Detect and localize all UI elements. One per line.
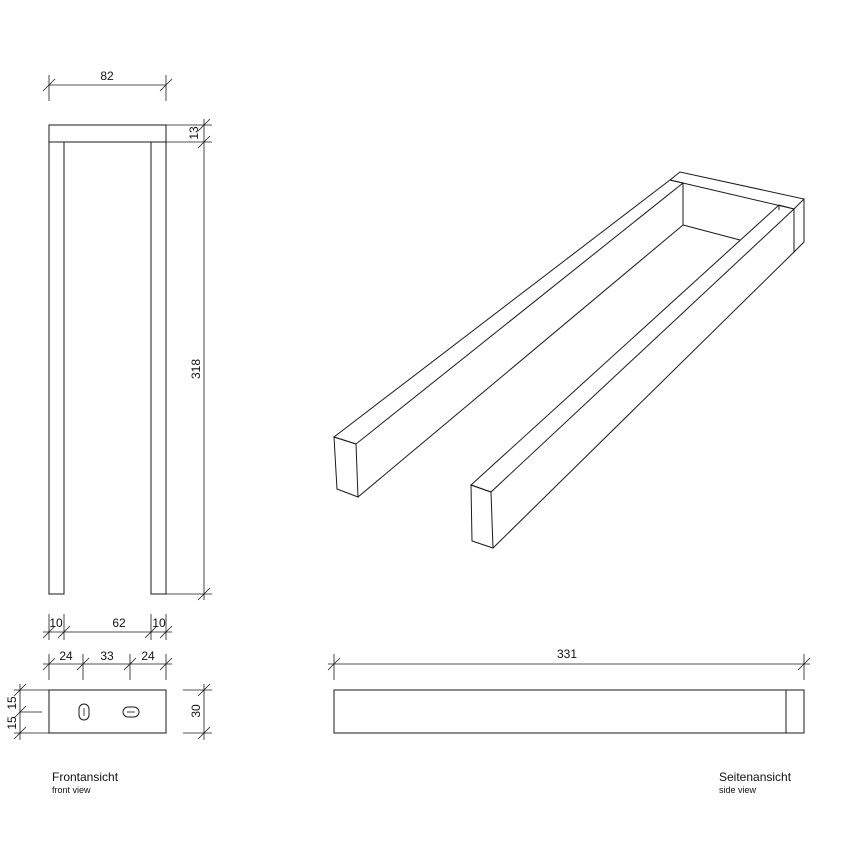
dim-side-length-label: 331: [557, 647, 577, 661]
dim-inner-gap-label: 62: [112, 616, 126, 630]
iso-left-arm-bottom-edge: [357, 224, 684, 498]
dimension-top-width: 82: [42, 69, 173, 101]
iso-back-side-face: [793, 199, 805, 254]
dimension-leg-widths: 10 62 10: [42, 614, 173, 640]
dim-leg-left-label: 10: [49, 616, 63, 630]
isometric-view: [332, 171, 806, 549]
base-plate-front: [48, 689, 167, 734]
side-view-caption: Seitenansicht side view: [719, 770, 791, 795]
iso-right-arm-bottom-edge: [492, 251, 795, 549]
mounting-slot-vertical: [78, 703, 90, 721]
side-view-elevation: [333, 689, 805, 734]
dim-total-height-label: 318: [189, 359, 203, 379]
dim-base-right-label: 24: [141, 649, 155, 663]
dimension-base-height: 30: [183, 683, 212, 740]
front-view-caption: Frontansicht front view: [52, 770, 118, 795]
iso-back-top-face: [669, 171, 806, 210]
dimension-base-widths: 24 33 24: [42, 649, 173, 680]
iso-right-arm-top: [470, 204, 796, 493]
base-plate-outline: [48, 689, 167, 734]
dim-side-lower-label: 15: [5, 716, 19, 730]
dim-leg-right-label: 10: [152, 616, 166, 630]
dimension-vertical-right: 13 318: [166, 118, 212, 601]
dimension-base-left-vertical: 15 15: [5, 683, 49, 740]
dim-base-left-label: 24: [59, 649, 73, 663]
top-cap-outline: [48, 124, 167, 143]
right-leg-outline: [150, 141, 167, 595]
iso-left-arm-top: [332, 179, 685, 445]
iso-left-arm-end: [333, 436, 359, 498]
dim-base-mid-label: 33: [100, 649, 114, 663]
front-view-caption-de: Frontansicht: [52, 770, 119, 784]
dim-cap-height-label: 13: [187, 126, 201, 140]
front-view-caption-en: front view: [52, 785, 91, 795]
side-view-caption-en: side view: [719, 785, 757, 795]
mounting-slot-horizontal: [122, 706, 140, 718]
dim-side-upper-label: 15: [5, 696, 19, 710]
left-leg-outline: [48, 141, 65, 595]
dim-base-height-label: 30: [189, 704, 203, 718]
side-view-outline: [333, 689, 805, 734]
front-view-elevation: [48, 124, 167, 595]
side-view-caption-de: Seitenansicht: [719, 770, 792, 784]
dim-top-width-label: 82: [100, 69, 114, 83]
dimension-side-length: 331: [327, 647, 811, 680]
iso-right-arm-end: [470, 484, 494, 549]
